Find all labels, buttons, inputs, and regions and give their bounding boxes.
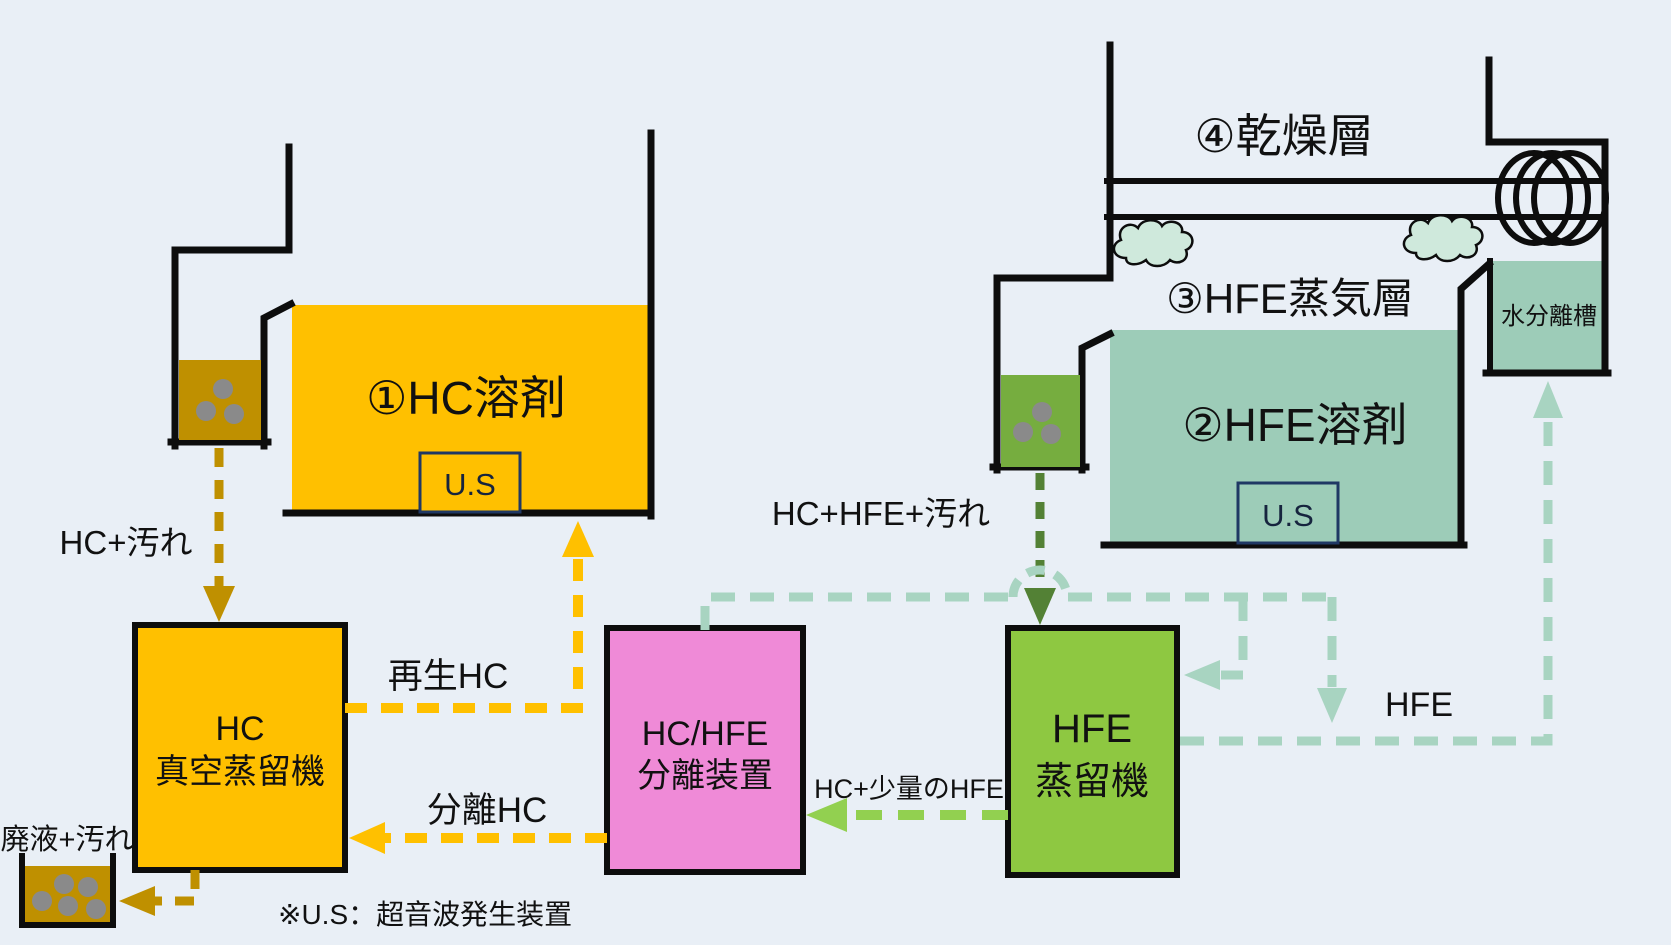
arrowhead-left xyxy=(806,798,847,832)
vapor-cloud-icon xyxy=(1402,214,1484,263)
label-hc-dirt: HC+汚れ xyxy=(60,524,193,561)
hfe-distiller-line2: 蒸留機 xyxy=(1035,761,1149,803)
dirt-dot xyxy=(58,896,78,916)
label-waste-dirt: 廃液+汚れ xyxy=(1,823,134,856)
drying-layer-label: ④乾燥層 xyxy=(1194,110,1373,162)
teal-line-from-separator xyxy=(700,592,1012,630)
arrowhead-down xyxy=(1317,688,1347,723)
separator-line1: HC/HFE xyxy=(642,715,769,753)
label-hc-small-hfe: HC+少量のHFE xyxy=(814,774,1004,804)
dirt-dot xyxy=(224,404,244,424)
vapor-cloud-icon xyxy=(1112,219,1194,268)
dirt-dot xyxy=(78,877,98,897)
hfe-overflow-weir xyxy=(1078,329,1115,474)
hfe-tank-title: ②HFE溶剤 xyxy=(1182,399,1407,451)
label-hfe: HFE xyxy=(1385,686,1453,724)
arrowhead-down xyxy=(203,586,235,622)
hc-distiller-line2: 真空蒸留機 xyxy=(155,753,325,791)
arrowhead-down xyxy=(1024,588,1056,625)
dirt-dot xyxy=(196,401,216,421)
waste-tank xyxy=(19,853,116,928)
teal-return-line xyxy=(1180,420,1553,746)
dirt-particles xyxy=(196,379,244,424)
flow-waste-arrow xyxy=(119,870,200,916)
dirt-dot xyxy=(1032,402,1052,422)
water-separator-label: 水分離槽 xyxy=(1501,303,1597,330)
top-right-wall xyxy=(1485,56,1609,377)
hc-tank-title: ①HC溶剤 xyxy=(366,372,566,424)
waste-tank-walls xyxy=(19,853,116,928)
flow-separated-hc-arrow xyxy=(349,822,607,854)
arrowhead-left xyxy=(349,822,385,854)
water-separator-liquid xyxy=(1492,261,1604,371)
dirt-particles xyxy=(32,874,106,919)
hc-tank-left-wall xyxy=(171,143,293,450)
dirt-dot xyxy=(1041,424,1061,444)
flow-hc-small-hfe-arrow xyxy=(806,798,1008,832)
vapor-layer-label: ③HFE蒸気層 xyxy=(1166,275,1414,322)
arrowhead-left xyxy=(119,886,155,916)
hfe-distiller-line1: HFE xyxy=(1052,707,1132,751)
label-separated-hc: 分離HC xyxy=(427,791,548,830)
dirt-dot xyxy=(213,379,233,399)
hc-hfe-separator-box: HC/HFE 分離装置 xyxy=(604,625,806,875)
hc-tank-assembly: ①HC溶剤 U.S xyxy=(167,129,655,520)
teal-branch-to-distiller xyxy=(1221,597,1248,680)
us-label-hfe: U.S xyxy=(1262,498,1314,533)
separator-line2: 分離装置 xyxy=(637,757,773,795)
hfe-distiller-box: HFE 蒸留機 xyxy=(1005,625,1180,878)
flow-regen-hc-arrow xyxy=(345,521,594,713)
dirt-dot xyxy=(32,891,52,911)
hfe-tank-right-wall xyxy=(1457,259,1494,549)
arrowhead-left xyxy=(1184,660,1220,690)
dirt-particles xyxy=(1013,402,1061,444)
us-label-hc: U.S xyxy=(444,467,496,502)
arrowhead-up xyxy=(1533,381,1563,418)
us-box-hfe xyxy=(1236,481,1340,545)
hfe-tank-assembly: ④乾燥層 ③HFE蒸気層 ②HFE溶剤 水分離槽 U.S xyxy=(989,41,1612,549)
us-box-hc xyxy=(418,451,522,514)
flow-hc-hfe-dirt-arrow xyxy=(1024,473,1056,625)
hc-overflow-weir xyxy=(260,299,296,450)
note-ultrasonic: ※U.S：超音波発生装置 xyxy=(278,899,572,930)
hfe-tank-left-wall xyxy=(993,41,1114,474)
arrowhead-up xyxy=(562,521,594,557)
label-hc-hfe-dirt: HC+HFE+汚れ xyxy=(772,495,990,532)
label-regen-hc: 再生HC xyxy=(388,657,509,696)
dirt-dot xyxy=(54,874,74,894)
flow-hfe-vapor-network xyxy=(700,381,1563,746)
hc-vacuum-distiller-box: HC 真空蒸留機 xyxy=(132,622,348,873)
hc-distiller-line1: HC xyxy=(215,710,264,748)
flow-hc-dirt-arrow xyxy=(203,448,235,622)
hc-dirty-liquid xyxy=(179,360,261,440)
teal-bridge-arc xyxy=(1008,565,1072,598)
ultrasonic-generator-hfe: U.S xyxy=(1236,481,1340,545)
ultrasonic-generator-hc: U.S xyxy=(418,451,522,514)
dirt-dot xyxy=(1013,422,1033,442)
dirt-dot xyxy=(86,899,106,919)
cooling-coil-icon xyxy=(1495,150,1609,246)
